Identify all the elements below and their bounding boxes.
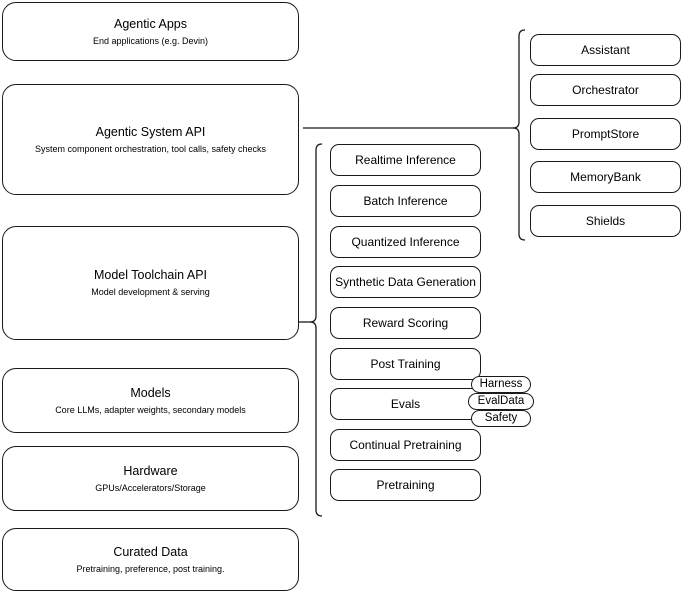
toolchain-item-label: Pretraining [376, 477, 435, 492]
agentic-item-label: MemoryBank [570, 169, 641, 184]
stack-item-agentic-apps[interactable]: Agentic Apps End applications (e.g. Devi… [2, 2, 299, 61]
agentic-item-shields[interactable]: Shields [530, 205, 681, 237]
toolchain-item-label: Evals [390, 396, 421, 411]
toolchain-item-realtime-inference[interactable]: Realtime Inference [330, 144, 481, 176]
agentic-item-label: Orchestrator [572, 82, 639, 97]
stack-item-agentic-system-api[interactable]: Agentic System API System component orch… [2, 84, 299, 195]
toolchain-item-label: Quantized Inference [351, 234, 460, 249]
toolchain-item-label: Batch Inference [363, 193, 448, 208]
toolchain-item-evals[interactable]: Evals [330, 388, 481, 420]
stack-item-title: Hardware [123, 463, 178, 478]
agentic-item-assistant[interactable]: Assistant [530, 34, 681, 66]
stack-item-subtitle: Model development & serving [91, 287, 210, 297]
toolchain-item-label: Realtime Inference [355, 152, 456, 167]
stack-item-curated-data[interactable]: Curated Data Pretraining, preference, po… [2, 528, 299, 591]
bracket-agentic-top [512, 29, 526, 129]
toolchain-item-batch-inference[interactable]: Batch Inference [330, 185, 481, 217]
agentic-item-label: Assistant [581, 42, 630, 57]
toolchain-item-quantized-inference[interactable]: Quantized Inference [330, 226, 481, 258]
stack-item-subtitle: GPUs/Accelerators/Storage [95, 482, 206, 493]
stack-item-title: Agentic Apps [114, 16, 187, 31]
bracket-toolchain-top [309, 143, 323, 323]
stack-item-models[interactable]: Models Core LLMs, adapter weights, secon… [2, 368, 299, 433]
evals-subitem-harness[interactable]: Harness [471, 376, 531, 393]
toolchain-item-reward-scoring[interactable]: Reward Scoring [330, 307, 481, 339]
evals-subitem-evaldata[interactable]: EvalData [468, 393, 534, 410]
toolchain-item-synthetic-data-generation[interactable]: Synthetic Data Generation [330, 266, 481, 298]
evals-subitem-label: Harness [479, 378, 523, 390]
stack-item-hardware[interactable]: Hardware GPUs/Accelerators/Storage [2, 446, 299, 511]
stack-item-title: Agentic System API [95, 124, 206, 139]
stack-item-title: Model Toolchain API [93, 268, 208, 282]
stack-item-title: Curated Data [113, 544, 188, 559]
toolchain-item-label: Continual Pretraining [349, 437, 462, 452]
toolchain-item-continual-pretraining[interactable]: Continual Pretraining [330, 429, 481, 461]
toolchain-item-post-training[interactable]: Post Training [330, 348, 481, 380]
bracket-agentic-bottom [512, 127, 526, 241]
evals-subitem-safety[interactable]: Safety [471, 410, 531, 427]
stack-item-subtitle: System component orchestration, tool cal… [34, 143, 267, 154]
stack-item-subtitle: Pretraining, preference, post training. [76, 563, 225, 574]
bracket-toolchain-bottom [309, 321, 323, 517]
agentic-item-promptstore[interactable]: PromptStore [530, 118, 681, 150]
agentic-item-label: PromptStore [571, 126, 640, 141]
agentic-item-orchestrator[interactable]: Orchestrator [530, 74, 681, 106]
stack-item-subtitle: Core LLMs, adapter weights, secondary mo… [55, 404, 246, 415]
toolchain-item-pretraining[interactable]: Pretraining [330, 469, 481, 501]
agentic-item-memorybank[interactable]: MemoryBank [530, 161, 681, 193]
stack-item-model-toolchain-api[interactable]: Model Toolchain API Model development & … [2, 226, 299, 340]
toolchain-item-label: Reward Scoring [362, 315, 449, 330]
agentic-item-label: Shields [585, 213, 626, 228]
toolchain-item-label: Synthetic Data Generation [335, 274, 476, 289]
toolchain-item-label: Post Training [370, 356, 441, 371]
evals-subitem-label: Safety [484, 412, 518, 424]
stack-item-subtitle: End applications (e.g. Devin) [92, 35, 209, 46]
evals-subitem-label: EvalData [477, 395, 525, 407]
stack-item-title: Models [130, 385, 171, 400]
